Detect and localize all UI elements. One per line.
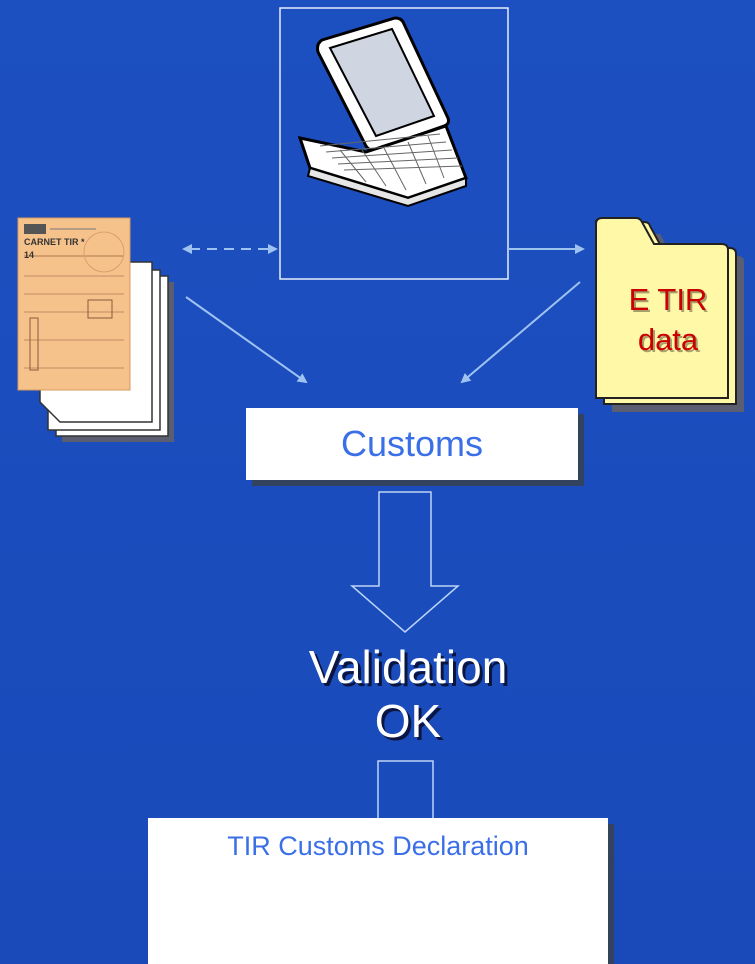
laptop-icon — [297, 16, 468, 208]
folder-icon — [595, 217, 744, 412]
validation-text: Validation OK — [248, 640, 568, 748]
down-arrow-1 — [349, 491, 461, 633]
customs-box: Customs — [246, 408, 578, 480]
carnet-number: 14 — [24, 250, 34, 260]
laptop-frame — [279, 7, 509, 280]
folder-label-line1: E TIR — [628, 282, 708, 317]
customs-label: Customs — [340, 423, 484, 464]
declaration-box: TIR Customs Declaration — [148, 818, 608, 964]
arrow-carnet-to-customs — [185, 296, 308, 384]
folder-label-line2: data — [637, 322, 699, 357]
validation-line1: Validation — [308, 641, 508, 693]
validation-line2: OK — [374, 695, 442, 747]
declaration-label: TIR Customs Declaration — [227, 831, 529, 861]
folder-label: E TIR data — [618, 280, 718, 360]
carnet-document-icon: CARNET TIR * 14 — [17, 217, 174, 442]
arrow-folder-to-customs — [460, 281, 581, 384]
carnet-title: CARNET TIR * — [24, 237, 85, 247]
